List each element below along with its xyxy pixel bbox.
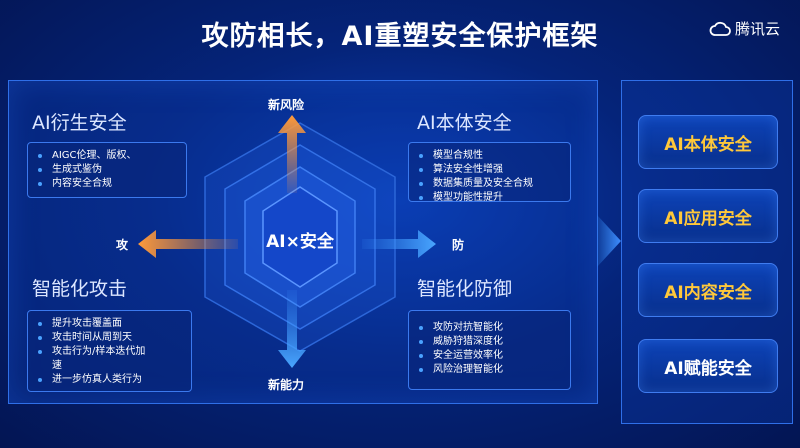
quadrant-title-derived-security: AI衍生安全 bbox=[32, 112, 127, 134]
arrow-up-label: 新风险 bbox=[268, 98, 305, 112]
brand-logo: 腾讯云 bbox=[709, 18, 780, 39]
list-item: 进一步仿真人类行为 bbox=[36, 373, 183, 386]
list-item: 提升攻击覆盖面 bbox=[36, 317, 183, 330]
list-item: 模型合规性 bbox=[417, 149, 562, 162]
list-item: 攻防对抗智能化 bbox=[417, 321, 562, 334]
arrow-left-icon bbox=[138, 230, 238, 258]
capability-content-security: AI内容安全 bbox=[638, 263, 778, 317]
capability-label: AI内容安全 bbox=[664, 282, 752, 303]
quadrant-box-derived-security: AIGC伦理、版权、 生成式鉴伪 内容安全合规 bbox=[27, 142, 187, 198]
list-item: 生成式鉴伪 bbox=[36, 163, 178, 176]
list-item: 模型功能性提升 bbox=[417, 191, 562, 204]
arrow-down-label: 新能力 bbox=[268, 378, 305, 392]
list-item: 数据集质量及安全合规 bbox=[417, 177, 562, 190]
page-title: 攻防相长，AI重塑安全保护框架 bbox=[201, 21, 599, 52]
cloud-icon bbox=[709, 21, 731, 36]
list-item: 威胁狩猎深度化 bbox=[417, 335, 562, 348]
capability-label: AI应用安全 bbox=[664, 208, 752, 229]
arrow-left-label: 攻 bbox=[116, 238, 129, 252]
quadrant-title-intelligent-attack: 智能化攻击 bbox=[32, 278, 128, 300]
arrow-down-icon bbox=[278, 290, 306, 368]
arrow-up-icon bbox=[278, 115, 306, 193]
capability-model-security: AI本体安全 bbox=[638, 115, 778, 169]
capability-label: AI本体安全 bbox=[664, 134, 752, 155]
list-item: 攻击行为/样本迭代加 bbox=[36, 345, 183, 358]
capability-panel: AI本体安全 AI应用安全 AI内容安全 AI赋能安全 bbox=[621, 80, 793, 424]
list-item-continuation: 速 bbox=[52, 360, 62, 371]
list-item: AIGC伦理、版权、 bbox=[36, 149, 178, 162]
chevron-right-icon bbox=[597, 215, 621, 267]
capability-label: AI赋能安全 bbox=[664, 358, 752, 379]
arrow-right-icon bbox=[362, 230, 436, 258]
list-item: 攻击时间从周到天 bbox=[36, 331, 183, 344]
logo-text: 腾讯云 bbox=[734, 20, 780, 38]
quadrant-box-intelligent-attack: 提升攻击覆盖面 攻击时间从周到天 攻击行为/样本迭代加 速 进一步仿真人类行为 bbox=[27, 310, 192, 392]
capability-application-security: AI应用安全 bbox=[638, 189, 778, 243]
quadrant-title-model-security: AI本体安全 bbox=[417, 112, 512, 134]
list-item: 算法安全性增强 bbox=[417, 163, 562, 176]
list-item: 内容安全合规 bbox=[36, 177, 178, 190]
list-item: 安全运营效率化 bbox=[417, 349, 562, 362]
list-item: 风险治理智能化 bbox=[417, 363, 562, 376]
hexagon-graphic bbox=[204, 122, 396, 352]
center-label: AI×安全 bbox=[266, 232, 334, 252]
quadrant-box-intelligent-defense: 攻防对抗智能化 威胁狩猎深度化 安全运营效率化 风险治理智能化 bbox=[408, 310, 571, 390]
quadrant-box-model-security: 模型合规性 算法安全性增强 数据集质量及安全合规 模型功能性提升 bbox=[408, 142, 571, 204]
quadrant-title-intelligent-defense: 智能化防御 bbox=[417, 278, 513, 300]
arrow-right-label: 防 bbox=[452, 238, 465, 252]
capability-empowered-security: AI赋能安全 bbox=[638, 339, 778, 393]
